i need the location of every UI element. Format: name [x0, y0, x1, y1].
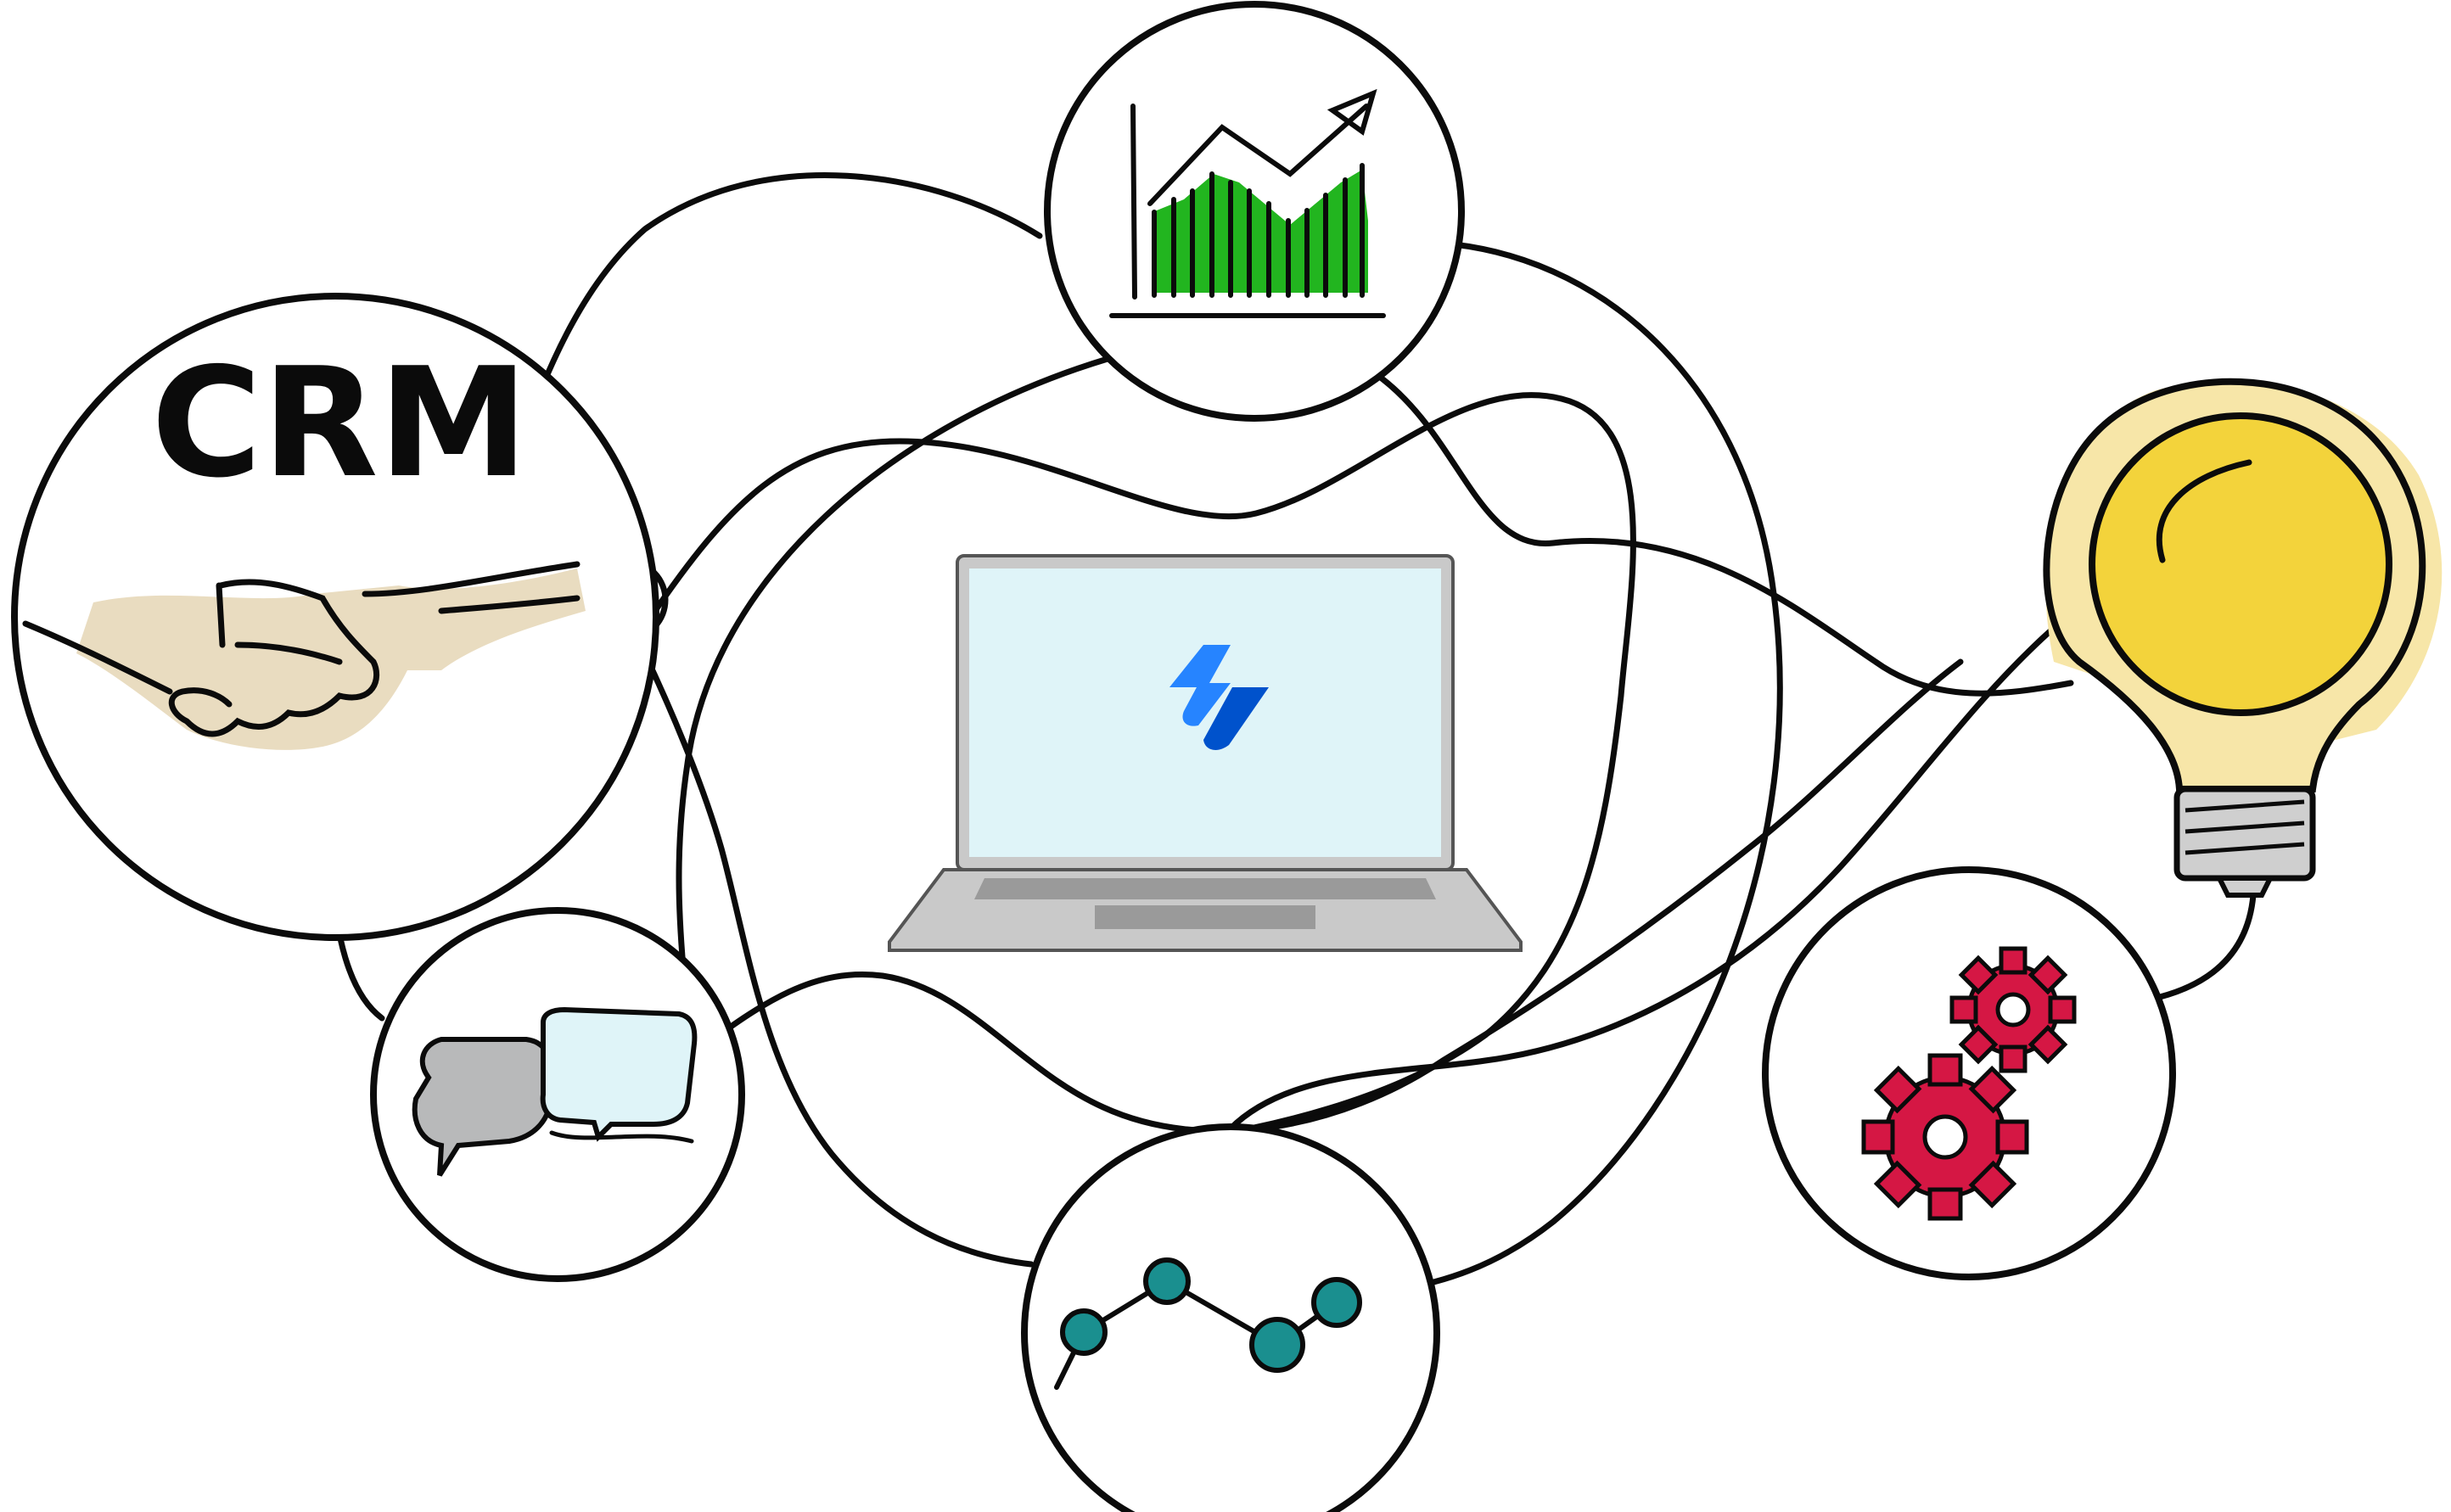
connector-idea-to-settings [2157, 892, 2257, 1000]
connector-chat-to-metrics [693, 658, 1964, 1134]
chat-bubbles-icon [412, 1006, 698, 1177]
growth-chart-icon [1109, 88, 1386, 318]
graph-point [1249, 1317, 1305, 1373]
settings-node [1762, 866, 2176, 1280]
app-logo-icon [1169, 645, 1269, 750]
connector-growth-loop-left [676, 356, 1111, 971]
connector-metrics-to-idea [1227, 624, 2057, 1132]
laptop-keyboard [974, 878, 1436, 899]
graph-point [1311, 1277, 1362, 1328]
line-graph-icon [1054, 1257, 1362, 1390]
graph-point [1060, 1308, 1108, 1356]
connector-crm-loop [625, 616, 1035, 1268]
laptop-icon [888, 554, 1523, 952]
connector-growth-loop-right [1371, 370, 2074, 697]
laptop-trackpad [1095, 905, 1315, 929]
connector-crm-to-growth [514, 172, 1043, 453]
gears-icon [1861, 946, 2077, 1221]
handshake-icon [22, 561, 586, 750]
graph-point [1143, 1257, 1191, 1305]
crm-title: CRM [151, 335, 529, 511]
light-bulb-icon [2043, 378, 2443, 898]
connector-growth-to-metrics-outer [1397, 241, 1783, 1293]
